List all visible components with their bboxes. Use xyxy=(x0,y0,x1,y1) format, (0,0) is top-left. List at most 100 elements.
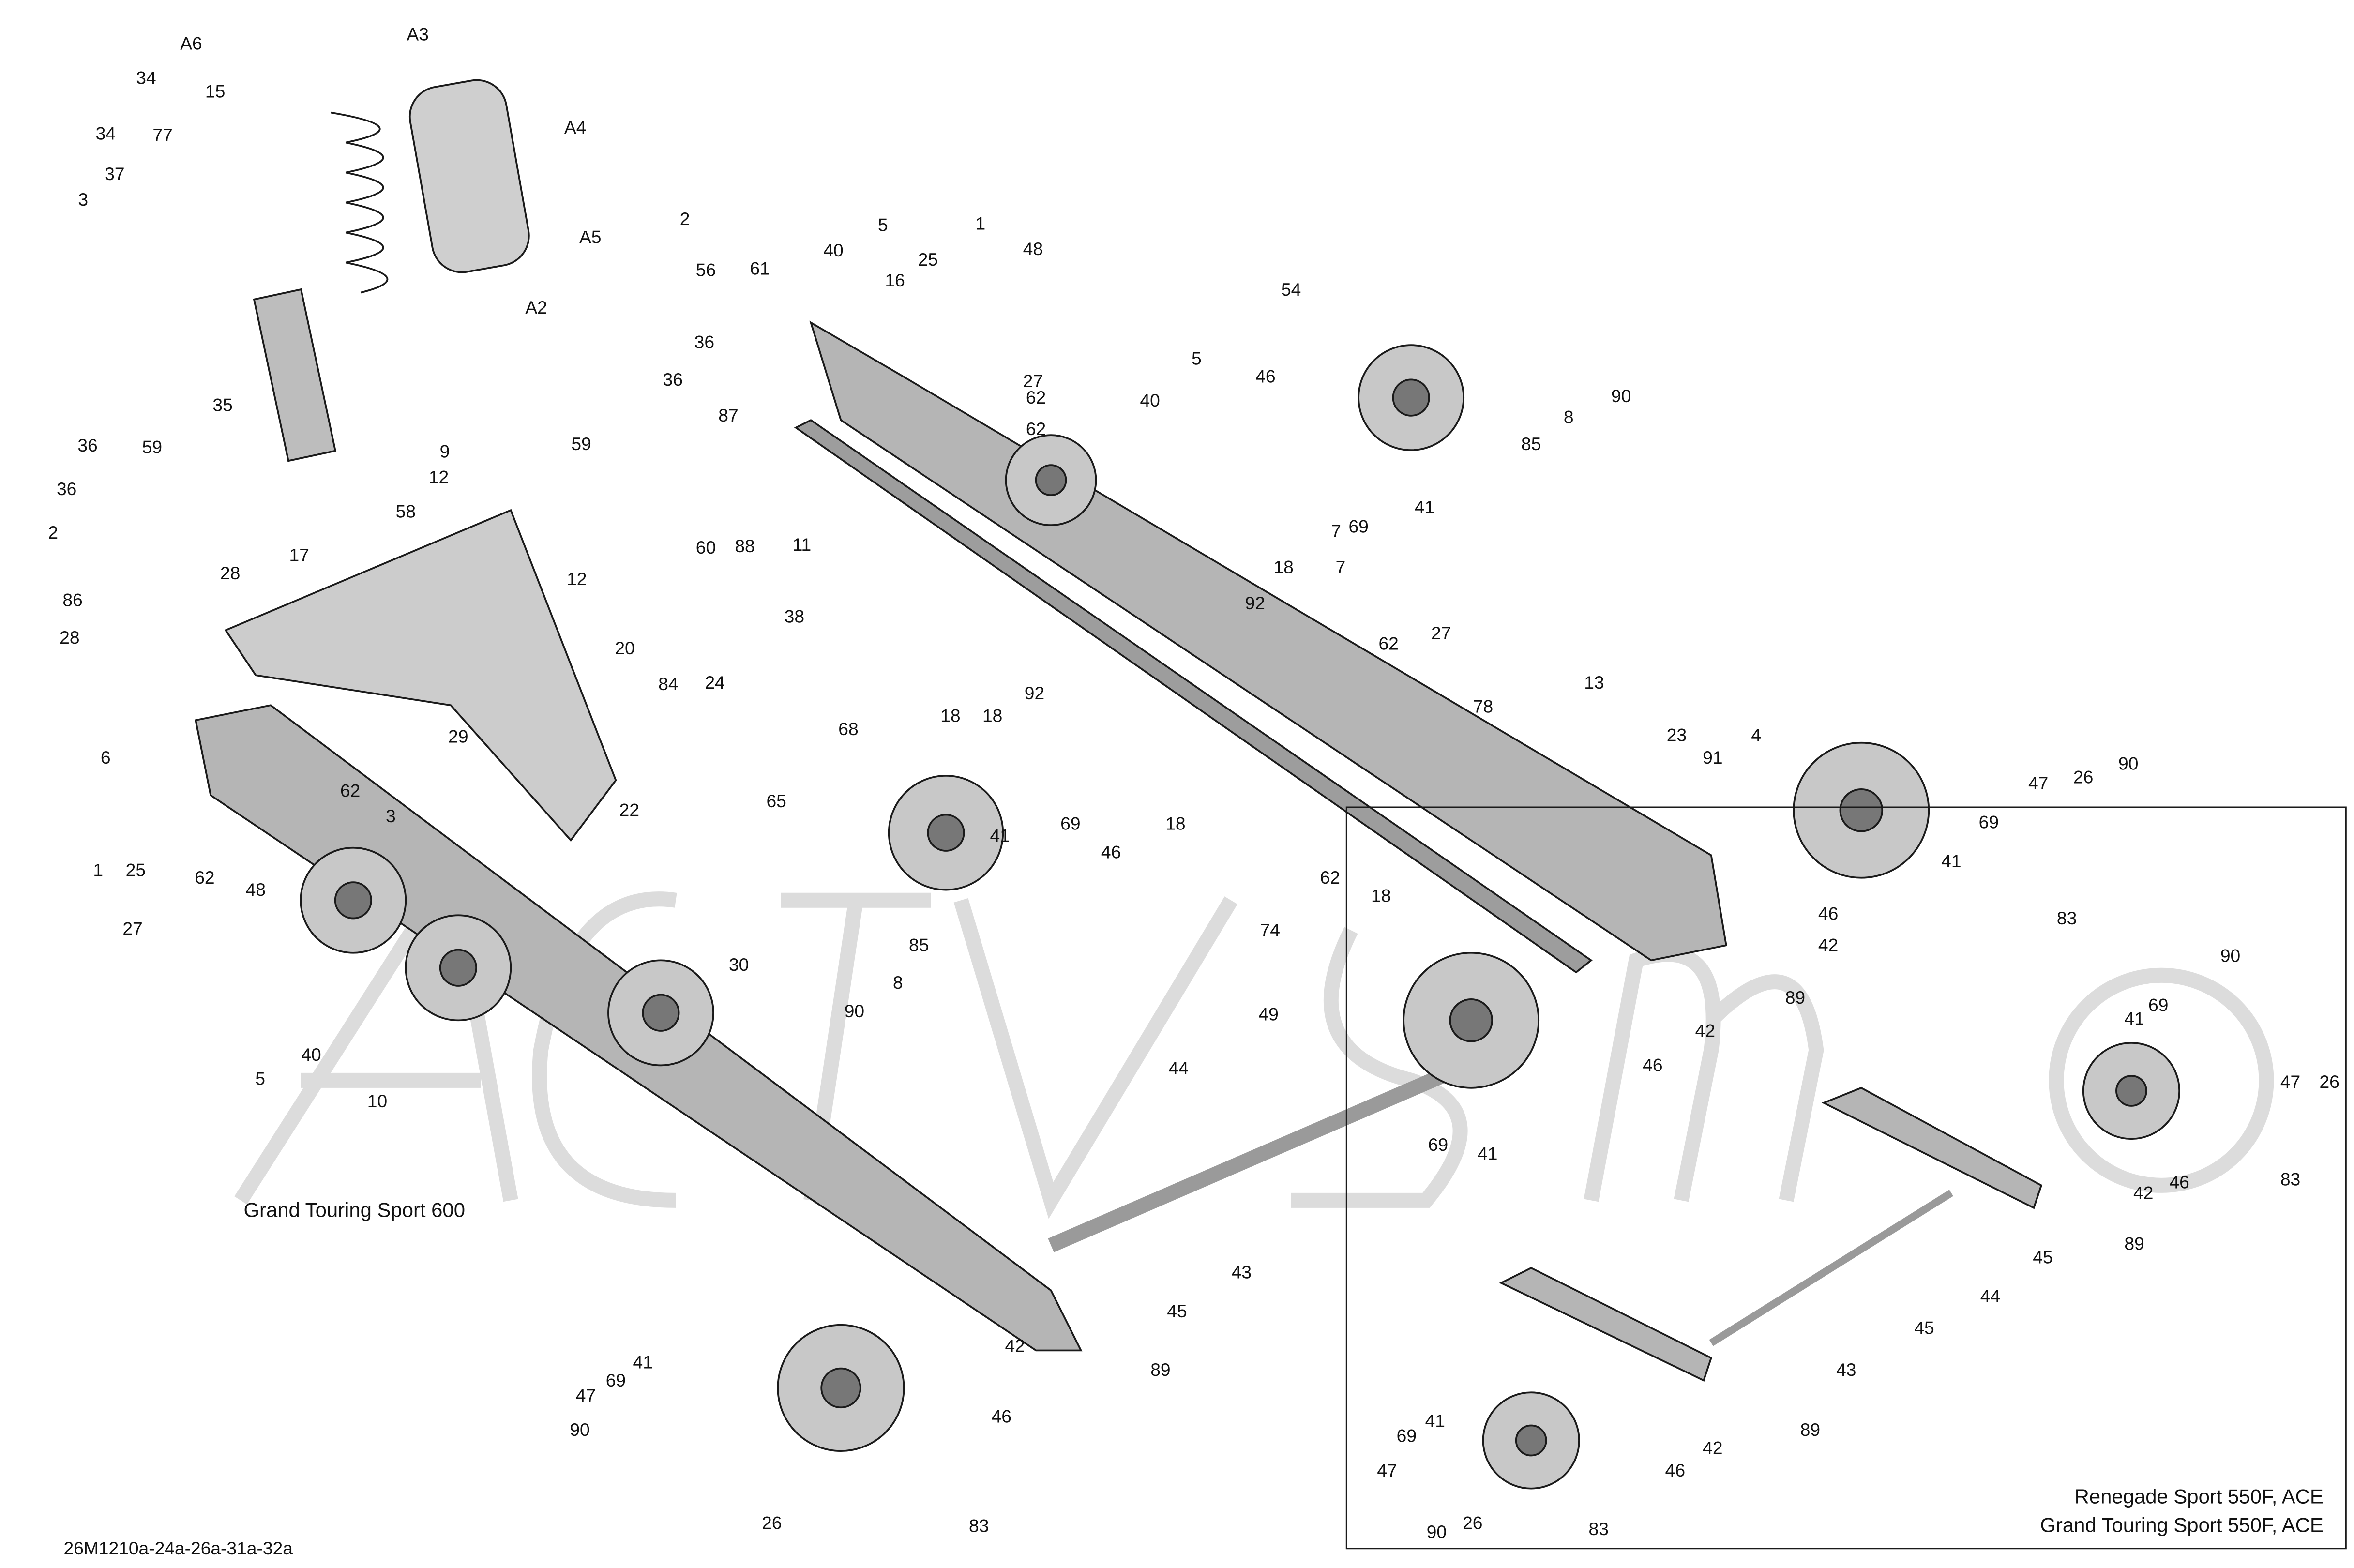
callout-25: 25 xyxy=(918,249,938,270)
callout-47: 47 xyxy=(576,1385,596,1405)
main-variant-caption: Grand Touring Sport 600 xyxy=(244,1198,465,1221)
callout-69: 69 xyxy=(606,1370,626,1390)
callout-41: 41 xyxy=(1941,851,1961,871)
callout-16: 16 xyxy=(885,270,905,290)
callout-58: 58 xyxy=(396,501,416,522)
callout-69: 69 xyxy=(1979,812,1999,832)
callout-90: 90 xyxy=(1611,386,1631,406)
callout-92: 92 xyxy=(1025,683,1044,703)
inset-callout-42: 42 xyxy=(1703,1437,1722,1458)
callout-30: 30 xyxy=(729,954,749,975)
callout-29: 29 xyxy=(448,726,468,747)
callout-36: 36 xyxy=(57,479,76,499)
callout-44: 44 xyxy=(1168,1058,1188,1078)
callout-41: 41 xyxy=(633,1352,653,1372)
inset-callout-89: 89 xyxy=(2124,1234,2144,1254)
callout-43: 43 xyxy=(1232,1262,1252,1282)
callout-92: 92 xyxy=(1245,593,1265,613)
inset-callout-26: 26 xyxy=(2319,1071,2339,1092)
callout-34: 34 xyxy=(96,123,116,143)
callout-18: 18 xyxy=(1165,814,1185,834)
callout-36: 36 xyxy=(694,332,714,352)
callout-40: 40 xyxy=(301,1044,321,1065)
callout-5: 5 xyxy=(1192,348,1202,368)
callout-41: 41 xyxy=(990,825,1010,845)
callout-59: 59 xyxy=(142,437,162,457)
callout-85: 85 xyxy=(1521,434,1541,454)
callout-62: 62 xyxy=(1320,867,1340,888)
shock-spring-cover xyxy=(408,79,530,273)
callout-91: 91 xyxy=(1703,747,1722,768)
callout-8: 8 xyxy=(1564,407,1574,427)
callout-89: 89 xyxy=(1785,987,1805,1008)
callout-5: 5 xyxy=(878,214,888,235)
coil-spring xyxy=(331,111,389,294)
front-arm xyxy=(224,509,617,842)
inset-frame xyxy=(1345,806,2347,1550)
inset-callout-83: 83 xyxy=(1589,1519,1609,1539)
callout-27: 27 xyxy=(1023,371,1043,391)
callout-13: 13 xyxy=(1584,672,1604,693)
rear-axle xyxy=(1048,1043,1504,1252)
callout-62: 62 xyxy=(195,867,214,888)
callout-90: 90 xyxy=(2118,754,2138,774)
callout-2: 2 xyxy=(680,209,690,229)
inset-caption-2: Grand Touring Sport 550F, ACE xyxy=(2040,1514,2323,1537)
callout-68: 68 xyxy=(838,719,858,739)
callout-3: 3 xyxy=(386,806,396,826)
idler-wheels xyxy=(300,344,1930,1452)
callout-89: 89 xyxy=(1150,1359,1170,1380)
callout-8: 8 xyxy=(893,972,903,993)
inset-drawing xyxy=(1482,1041,2180,1490)
inset-callout-26: 26 xyxy=(1463,1512,1482,1533)
callout-12: 12 xyxy=(429,467,449,487)
callout-28: 28 xyxy=(220,563,240,583)
callout-a4: A4 xyxy=(564,117,586,137)
callout-a5: A5 xyxy=(579,226,602,247)
inset-callout-41: 41 xyxy=(2124,1009,2144,1029)
callout-12: 12 xyxy=(567,569,587,589)
callout-78: 78 xyxy=(1473,696,1493,717)
inset-callout-42: 42 xyxy=(2133,1182,2153,1203)
callout-41: 41 xyxy=(1478,1144,1497,1164)
callout-46: 46 xyxy=(1101,842,1121,862)
inset-caption-1: Renegade Sport 550F, ACE xyxy=(2075,1485,2324,1508)
callout-90: 90 xyxy=(570,1419,589,1440)
callout-65: 65 xyxy=(766,791,786,811)
callout-48: 48 xyxy=(246,879,266,900)
inset-callout-69: 69 xyxy=(1397,1426,1417,1446)
callout-61: 61 xyxy=(750,258,770,278)
callout-48: 48 xyxy=(1023,239,1043,259)
callout-20: 20 xyxy=(615,638,634,658)
callout-26: 26 xyxy=(762,1512,782,1533)
inset-callout-83: 83 xyxy=(2280,1169,2300,1189)
inset-callout-45: 45 xyxy=(2033,1247,2052,1267)
callout-10: 10 xyxy=(367,1091,387,1111)
parts-drawing xyxy=(195,79,2180,1490)
callout-26: 26 xyxy=(2073,767,2093,787)
callout-41: 41 xyxy=(1415,497,1434,517)
callout-1: 1 xyxy=(975,213,985,233)
callout-69: 69 xyxy=(1348,516,1368,537)
callout-83: 83 xyxy=(969,1516,989,1536)
callout-87: 87 xyxy=(718,405,738,425)
callout-60: 60 xyxy=(696,537,716,558)
callout-47: 47 xyxy=(2028,773,2048,793)
callout-22: 22 xyxy=(619,800,639,820)
callout-18: 18 xyxy=(1273,557,1293,577)
callout-69: 69 xyxy=(1428,1134,1448,1155)
callout-62: 62 xyxy=(1026,387,1046,407)
shock-absorber xyxy=(253,288,337,462)
callout-46: 46 xyxy=(1818,904,1838,924)
callout-18: 18 xyxy=(940,705,960,725)
callout-45: 45 xyxy=(1167,1301,1187,1321)
callout-25: 25 xyxy=(126,860,146,880)
callout-46: 46 xyxy=(992,1406,1011,1426)
callout-62: 62 xyxy=(340,780,360,800)
inset-callout-44: 44 xyxy=(1980,1286,2000,1306)
callout-62: 62 xyxy=(1026,419,1046,439)
callout-17: 17 xyxy=(289,545,309,565)
callout-15: 15 xyxy=(205,81,225,102)
